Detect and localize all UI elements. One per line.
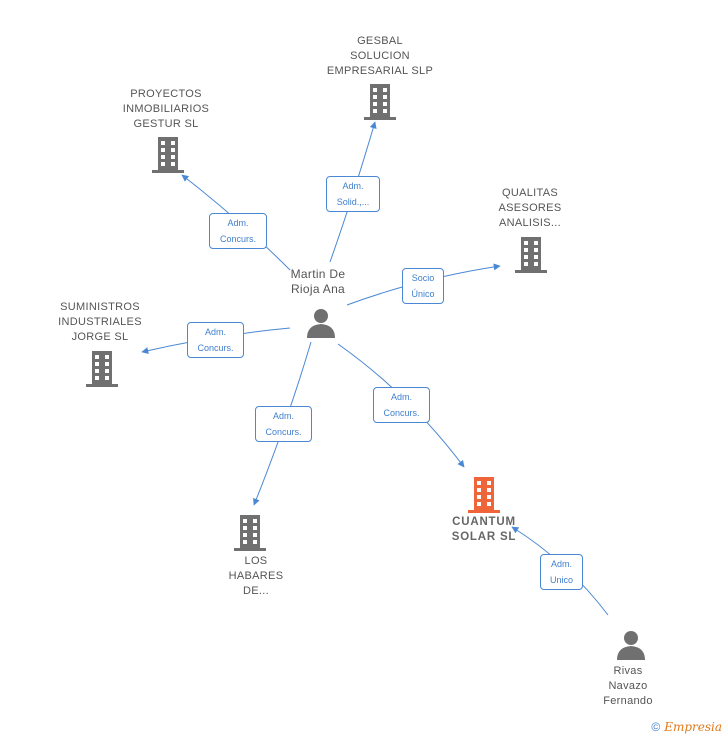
node-label-line: ANALISIS... xyxy=(499,217,561,229)
relation-badge-gesbal[interactable]: Adm. Solid.,... xyxy=(326,176,380,212)
node-label-line: SOLUCION xyxy=(350,50,410,62)
node-label-martin[interactable]: Martin De Rioja Ana xyxy=(268,267,368,297)
node-label-line: PROYECTOS xyxy=(130,88,202,100)
node-label-line: EMPRESARIAL SLP xyxy=(326,65,434,77)
relation-text: Adm. xyxy=(272,411,294,421)
relation-text: Concurs. xyxy=(265,427,302,437)
node-label-line: Navazo xyxy=(608,680,648,692)
node-label-line: INDUSTRIALES xyxy=(58,316,142,328)
relation-text: Unico xyxy=(549,575,573,585)
building-icon[interactable] xyxy=(86,351,118,387)
relation-badge-suministros[interactable]: Adm. Concurs. xyxy=(187,322,244,358)
node-label-suministros[interactable]: SUMINISTROS INDUSTRIALES JORGE SL xyxy=(40,300,160,345)
relation-badge-proyectos[interactable]: Adm. Concurs. xyxy=(209,213,267,249)
building-icon[interactable] xyxy=(234,515,266,551)
building-icon[interactable] xyxy=(364,84,396,120)
node-label-gesbal[interactable]: GESBAL SOLUCION EMPRESARIAL SLP xyxy=(300,34,460,79)
relation-badge-rivas[interactable]: Adm. Unico xyxy=(540,554,583,590)
relation-text: Adm. xyxy=(204,327,226,337)
node-label-line: QUALITAS xyxy=(502,187,558,199)
building-icon[interactable] xyxy=(515,237,547,273)
relation-text: Concurs. xyxy=(383,408,420,418)
person-icon[interactable] xyxy=(306,308,336,338)
person-icon[interactable] xyxy=(616,630,646,660)
brand-logo-text: Empresia xyxy=(664,720,722,734)
node-label-line: Martin De xyxy=(290,267,346,281)
relation-text: Adm. xyxy=(390,392,412,402)
relation-badge-habares[interactable]: Adm. Concurs. xyxy=(255,406,312,442)
node-label-line: SUMINISTROS xyxy=(60,301,140,313)
node-label-cuantum[interactable]: CUANTUM SOLAR SL xyxy=(424,515,544,545)
node-label-rivas[interactable]: Rivas Navazo Fernando xyxy=(588,664,668,709)
relation-text: Solid.,... xyxy=(336,197,370,207)
relation-text: Socio xyxy=(411,273,435,283)
node-label-line: GESTUR SL xyxy=(133,118,199,130)
relation-text: Adm. xyxy=(550,559,572,569)
node-label-qualitas[interactable]: QUALITAS ASESORES ANALISIS... xyxy=(470,186,590,231)
relation-text: Concurs. xyxy=(197,343,234,353)
node-label-line: HABARES xyxy=(228,570,284,582)
relation-text: Concurs. xyxy=(219,234,256,244)
relation-badge-cuantum[interactable]: Adm. Concurs. xyxy=(373,387,430,423)
footer-brand[interactable]: ©Empresia xyxy=(651,720,722,734)
relation-text: Adm. xyxy=(342,181,364,191)
node-label-line: CUANTUM xyxy=(452,516,516,528)
node-label-line: GESBAL xyxy=(357,35,403,47)
copyright-symbol: © xyxy=(651,720,661,734)
node-label-line: JORGE SL xyxy=(71,331,129,343)
relation-badge-qualitas[interactable]: Socio Único xyxy=(402,268,444,304)
building-icon[interactable] xyxy=(152,137,184,173)
node-label-line: Fernando xyxy=(603,695,653,707)
node-label-habares[interactable]: LOS HABARES DE... xyxy=(206,554,306,599)
node-label-line: SOLAR SL xyxy=(451,531,517,543)
node-label-line: INMOBILIARIOS xyxy=(122,103,210,115)
node-label-line: DE... xyxy=(243,585,269,597)
node-label-line: Rioja Ana xyxy=(290,282,346,296)
node-label-line: ASESORES xyxy=(498,202,562,214)
node-label-line: Rivas xyxy=(613,665,643,677)
building-icon[interactable] xyxy=(468,477,500,513)
relation-text: Adm. xyxy=(227,218,249,228)
node-label-line: LOS xyxy=(244,555,268,567)
relation-text: Único xyxy=(411,289,435,299)
node-label-proyectos[interactable]: PROYECTOS INMOBILIARIOS GESTUR SL xyxy=(86,87,246,132)
